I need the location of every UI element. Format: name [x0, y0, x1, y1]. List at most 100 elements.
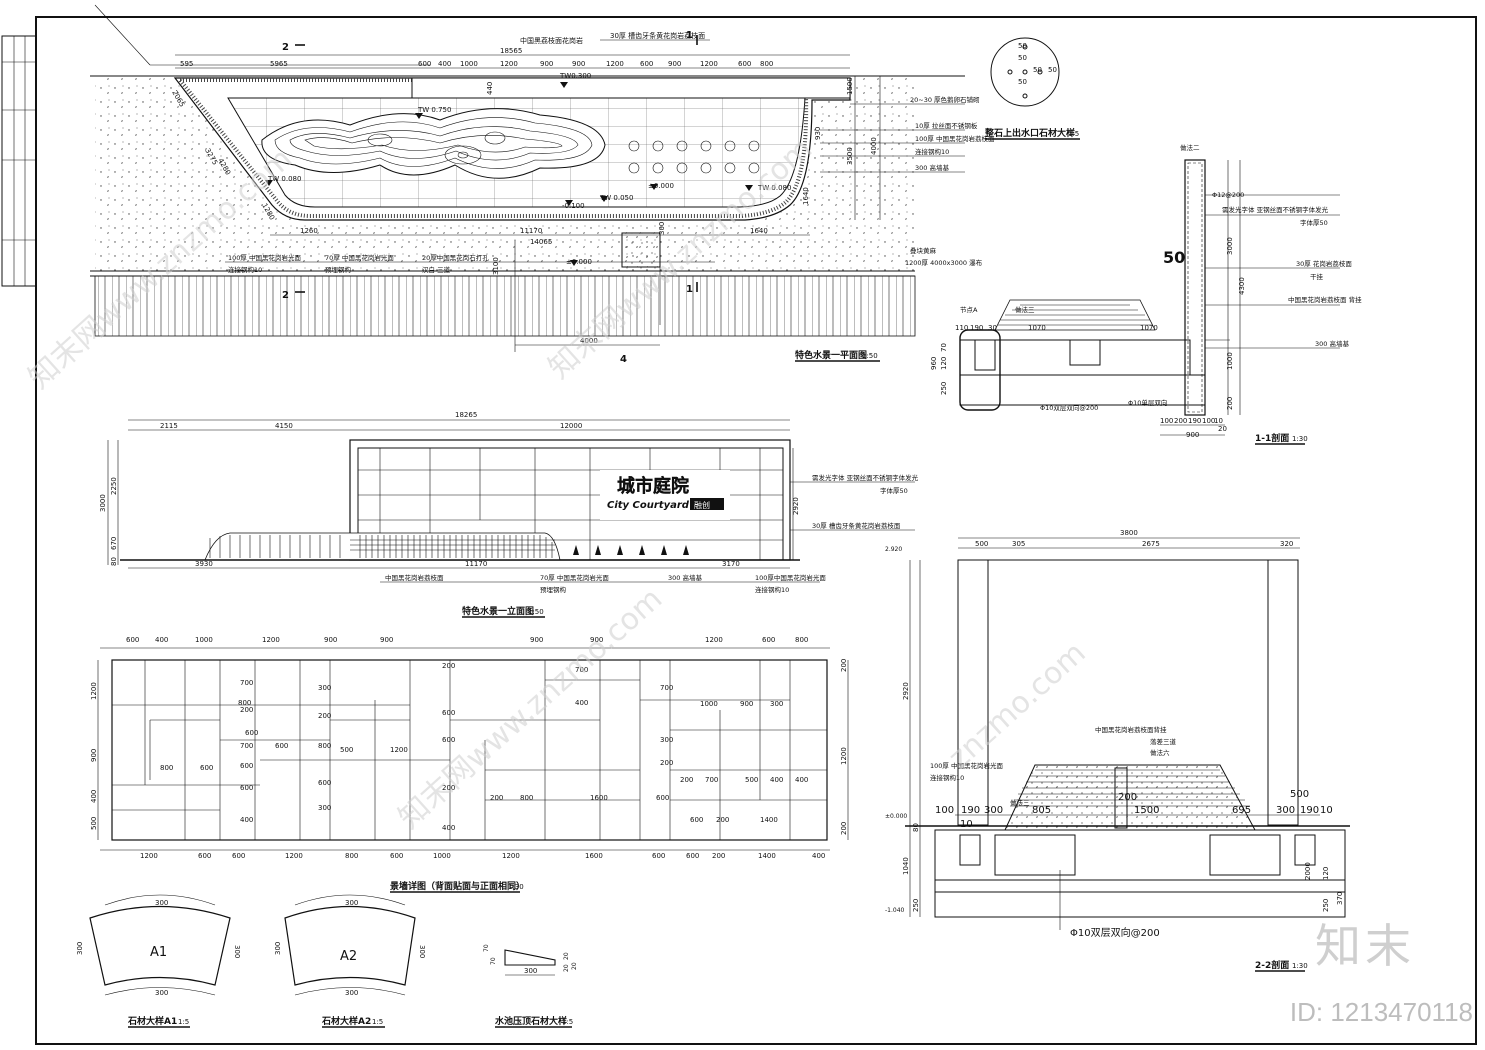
dim: 20 [563, 952, 570, 960]
dim: 1200 [700, 60, 718, 68]
dim: 1000 [195, 636, 213, 644]
dim: 3500 [846, 147, 854, 165]
level: 2.920 [885, 546, 902, 553]
stone-label: A2 [340, 949, 357, 964]
dim: 50 [1048, 66, 1057, 74]
plan-title: 特色水景一平面图 [795, 349, 867, 361]
dim: 2250 [110, 477, 118, 495]
dim-total: 3800 [1120, 529, 1138, 537]
dim: 2115 [160, 422, 178, 430]
dim: 930 [814, 127, 822, 140]
dim: 1070 [1140, 324, 1158, 332]
note: 干挂 [1310, 272, 1324, 281]
plan-pavement [94, 275, 916, 337]
dim: 50 [1018, 42, 1027, 50]
dim: 1500 [1134, 805, 1159, 816]
dim: 600 [442, 736, 455, 744]
dim: 120 [1322, 867, 1330, 880]
dim: 1260 [300, 227, 318, 235]
level: -1.040 [885, 907, 905, 914]
note: 70厚 中国黑花岗岩光面 [325, 253, 394, 262]
note: 落差三道 [1150, 737, 1177, 746]
dim: 1200 [90, 682, 98, 700]
nozzle-scale: 1:5 [1068, 130, 1079, 138]
dim: 300 [233, 945, 241, 958]
dim: 900 [324, 636, 337, 644]
dim: 1000 [1226, 352, 1234, 370]
note: 100厚 中国黑花岗岩光面 [930, 761, 1003, 770]
dim: 3930 [195, 560, 213, 568]
dim: 900 [90, 749, 98, 762]
wall-scale: 1:30 [508, 883, 524, 891]
dim: 800 [795, 636, 808, 644]
dim: 200 [442, 662, 455, 670]
dim: 700 [240, 679, 253, 687]
section11-scale: 1:30 [1292, 435, 1308, 443]
dim: 2000 [1304, 862, 1312, 880]
section-mark: 2 [282, 42, 289, 53]
dim: 600 [418, 60, 431, 68]
nozzle-title: 整石上出水口石材大样 [984, 127, 1075, 139]
level-6: ±0.000 [648, 182, 674, 190]
dim: 600 [245, 729, 258, 737]
dim: 700 [575, 666, 588, 674]
level-3: TW 0.080 [267, 175, 301, 183]
note: 连接钢构10 [755, 585, 789, 594]
note: 中国黑花岗岩荔枝面背挂 [1095, 725, 1167, 734]
dim: 600 [232, 852, 245, 860]
dim: 400 [575, 699, 588, 707]
dim: 3170 [722, 560, 740, 568]
dim: 1200 [500, 60, 518, 68]
elevation-title: 特色水景一立面图 [462, 605, 534, 617]
dim: 700 [240, 742, 253, 750]
dim: 1500 [846, 77, 854, 95]
section-mark: 2 [282, 290, 289, 301]
dim: 600 [762, 636, 775, 644]
dim: 190 [961, 805, 980, 816]
dim: 300 [418, 945, 426, 958]
svg-text:50: 50 [1163, 248, 1185, 267]
note: 30厚 花岗岩荔枝面 [1296, 259, 1352, 268]
dim: 12000 [560, 422, 582, 430]
image-id-label: ID: 1213470118 [1289, 997, 1473, 1027]
note: Φ10双层双向@200 [1040, 403, 1098, 412]
elevation-view: 18265 2115 4150 12000 城市庭院 City Courtyar… [99, 411, 919, 618]
watermark: znzmo.com [942, 635, 1093, 776]
dim-total: 18565 [500, 47, 522, 55]
dim: 1000 [433, 852, 451, 860]
dim: 1200 [390, 746, 408, 754]
dim: 70 [490, 957, 497, 965]
dim: 200 [1226, 397, 1234, 410]
pool-wall-band [411, 77, 851, 99]
dim: 400 [812, 852, 825, 860]
stone-label: A1 [150, 945, 167, 960]
note: 10厚 拉丝面不锈钢板 [915, 121, 978, 130]
dim: 200 [680, 776, 693, 784]
note: 300 高墙基 [1315, 339, 1349, 348]
dim: 500 [1290, 789, 1309, 800]
note: 300 高墙基 [668, 573, 702, 582]
dim: 600 [652, 852, 665, 860]
stone-detail-a2: A2 300 300 300 300 石材大样A2 1:5 [274, 894, 426, 1028]
note: Φ10双层双向@200 [1070, 926, 1160, 939]
dim: 440 [486, 82, 494, 95]
dim: 1200 [140, 852, 158, 860]
dim: 300 [770, 700, 783, 708]
dim: 300 [660, 736, 673, 744]
dim: 30 [988, 324, 997, 332]
dim: 500 [340, 746, 353, 754]
dim: 600 [690, 816, 703, 824]
wall-dims-bottom: 1200 600 600 1200 800 600 1000 1200 1600… [140, 852, 825, 860]
wall-dims-top: 600 400 1000 1200 900 900 900 900 1200 6… [126, 636, 808, 644]
dim: 1400 [758, 852, 776, 860]
section11-title: 1-1剖面 [1255, 432, 1289, 444]
dim: 400 [770, 776, 783, 784]
outer-frame [35, 16, 1477, 1045]
dim: 600 [390, 852, 403, 860]
dim: 3000 [99, 494, 107, 512]
dim: 900 [668, 60, 681, 68]
dim: 695 [1232, 805, 1251, 816]
dim: 600 [275, 742, 288, 750]
dim: 400 [90, 790, 98, 803]
dim: 3000 [1226, 237, 1234, 255]
